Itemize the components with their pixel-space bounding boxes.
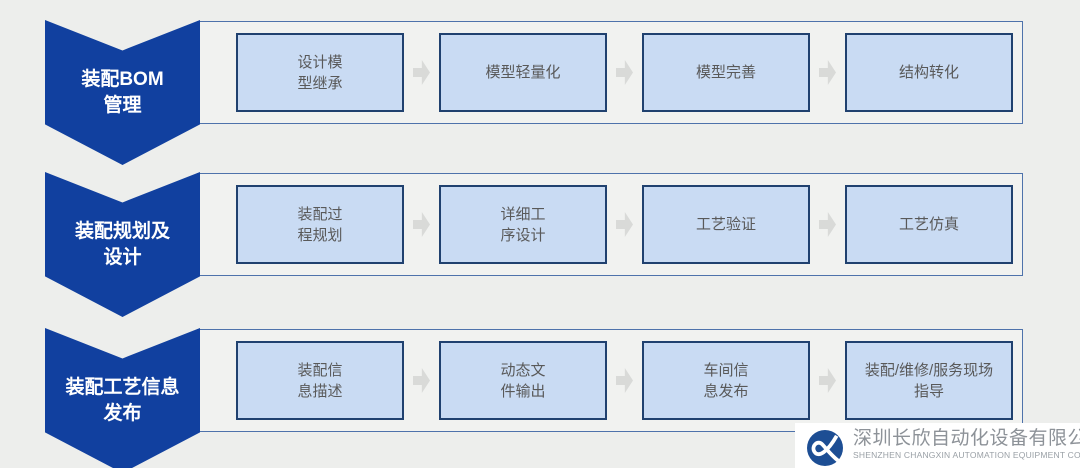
company-watermark: 深圳长欣自动化设备有限公司 SHENZHEN CHANGXIN AUTOMATI… [795, 423, 1080, 468]
step-box: 模型轻量化 [439, 33, 607, 112]
arrow-right-icon [413, 212, 430, 237]
step-box: 装配信 息描述 [236, 341, 404, 420]
step-box: 装配/维修/服务现场 指导 [845, 341, 1013, 420]
arrow-right-icon [616, 60, 633, 85]
step-box: 车间信 息发布 [642, 341, 810, 420]
company-name-en: SHENZHEN CHANGXIN AUTOMATION EQUIPMENT C… [853, 450, 1080, 460]
stage-row-bom: 设计模 型继承 模型轻量化 模型完善 结构转化 装配BOM 管理 [0, 20, 1080, 170]
company-name-block: 深圳长欣自动化设备有限公司 SHENZHEN CHANGXIN AUTOMATI… [853, 423, 1080, 460]
stage-track: 装配过 程规划 详细工 序设计 工艺验证 工艺仿真 [197, 173, 1023, 276]
stage-row-publish: 装配信 息描述 动态文 件输出 车间信 息发布 装配/维修/服务现场 指导 装配… [0, 328, 1080, 468]
arrow-right-icon [819, 60, 836, 85]
company-name-cn: 深圳长欣自动化设备有限公司 [853, 428, 1080, 449]
step-box: 装配过 程规划 [236, 185, 404, 264]
arrow-right-icon [819, 212, 836, 237]
arrow-right-icon [616, 368, 633, 393]
step-box: 结构转化 [845, 33, 1013, 112]
arrow-right-icon [819, 368, 836, 393]
step-box: 详细工 序设计 [439, 185, 607, 264]
arrow-right-icon [413, 60, 430, 85]
stage-banner: 装配规划及 设计 [45, 172, 200, 317]
stage-banner: 装配工艺信息 发布 [45, 328, 200, 468]
arrow-right-icon [616, 212, 633, 237]
stage-row-planning: 装配过 程规划 详细工 序设计 工艺验证 工艺仿真 装配规划及 设计 [0, 172, 1080, 322]
step-box: 模型完善 [642, 33, 810, 112]
stage-track: 设计模 型继承 模型轻量化 模型完善 结构转化 [197, 21, 1023, 124]
arrow-right-icon [413, 368, 430, 393]
changxin-logo-icon [807, 430, 843, 466]
step-box: 工艺验证 [642, 185, 810, 264]
step-box: 动态文 件输出 [439, 341, 607, 420]
stage-track: 装配信 息描述 动态文 件输出 车间信 息发布 装配/维修/服务现场 指导 [197, 329, 1023, 432]
step-box: 设计模 型继承 [236, 33, 404, 112]
step-box: 工艺仿真 [845, 185, 1013, 264]
stage-banner: 装配BOM 管理 [45, 20, 200, 165]
